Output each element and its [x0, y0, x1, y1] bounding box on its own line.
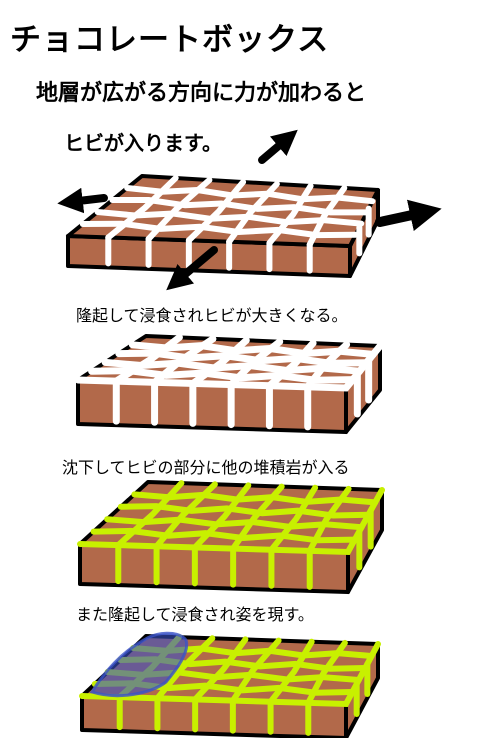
crack-line	[268, 484, 319, 553]
crack-line	[124, 185, 376, 205]
crack-line	[267, 638, 315, 705]
crack-line	[104, 516, 365, 531]
crack-line	[94, 209, 365, 227]
step2-caption: 隆起して浸食されヒビが大きくなる。	[76, 306, 348, 325]
crack-line	[117, 503, 372, 519]
crack-rim	[79, 641, 381, 708]
crack-line	[101, 358, 364, 375]
crack-line	[115, 349, 370, 367]
crack-line	[105, 175, 179, 241]
crack-line	[115, 480, 185, 549]
step4-caption: また隆起して浸食され姿を現す。	[76, 605, 314, 624]
slab-step3-subsidence-fill	[77, 480, 385, 594]
crack-rim	[74, 342, 384, 392]
arrow-right-icon	[375, 199, 442, 232]
step1-caption-line1: 地層が広がる方向に力が加わると	[36, 81, 367, 106]
crack-line	[131, 491, 379, 506]
arrow-down-left-icon	[166, 246, 218, 291]
step3-caption: 沈下してヒビの部分に他の堆積岩が入る	[62, 458, 350, 477]
crack-line	[266, 183, 314, 247]
slab-step1-cracking	[66, 174, 380, 278]
step1-caption-line2: ヒビが入ります。	[64, 131, 222, 155]
crack-line	[128, 341, 377, 358]
crack-line	[88, 367, 357, 384]
slab-step4-reuplift	[79, 631, 381, 738]
erosion-overlay	[89, 631, 189, 698]
arrow-up-right-icon	[258, 129, 298, 164]
crack-line	[109, 197, 370, 216]
crack-line	[79, 220, 359, 239]
arrow-left-icon	[57, 187, 108, 214]
slab-step2-uplift-erosion	[74, 333, 384, 434]
crack-line	[90, 527, 358, 544]
diagram-title: チョコレートボックス	[10, 22, 330, 58]
crack-line	[191, 482, 252, 551]
crack-line	[192, 636, 249, 703]
crack-rim	[77, 487, 385, 556]
crack-line	[185, 179, 247, 244]
